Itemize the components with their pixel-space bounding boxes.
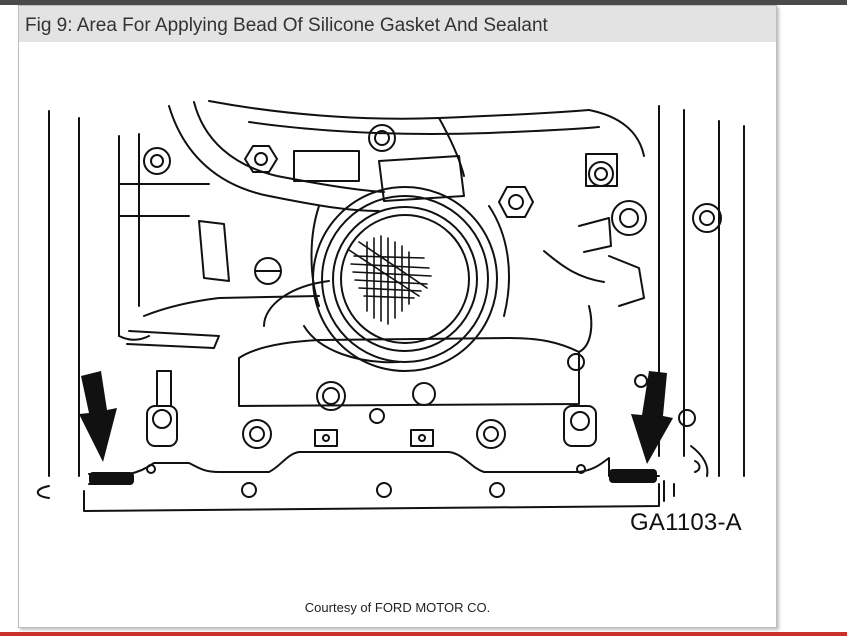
sealant-bead-left — [89, 472, 134, 485]
window-bottom-bar — [0, 632, 847, 636]
sealant-beads — [89, 469, 657, 485]
timing-cover — [238, 186, 593, 424]
figure-reference-code: GA1103-A — [630, 509, 742, 536]
window-top-bar — [0, 0, 847, 5]
figure-frame: Fig 9: Area For Applying Bead Of Silicon… — [18, 5, 777, 628]
sealant-bead-right — [609, 469, 657, 483]
upper-manifold — [36, 100, 745, 499]
figure-caption: Fig 9: Area For Applying Bead Of Silicon… — [19, 6, 776, 42]
engine-diagram — [36, 100, 745, 512]
down-arrow-icon — [631, 371, 673, 464]
down-arrow-icon — [79, 371, 117, 462]
figure-credit: Courtesy of FORD MOTOR CO. — [304, 600, 491, 615]
bolts — [143, 124, 722, 477]
oil-pan-rail — [83, 451, 675, 512]
